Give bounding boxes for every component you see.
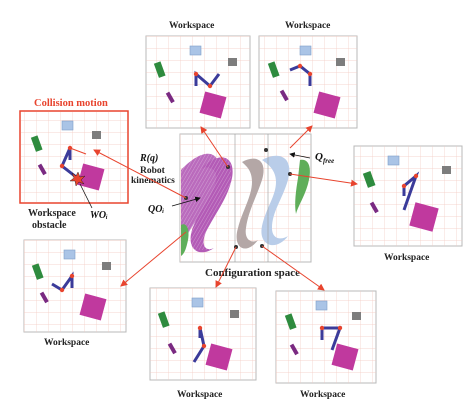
arrow-icon — [171, 196, 201, 207]
arrow-icon — [93, 149, 187, 199]
config-point — [264, 148, 268, 152]
obstacle-green-bar — [157, 311, 170, 328]
robot-joint — [319, 325, 325, 331]
obstacle-blue-square — [191, 297, 204, 308]
arrow-icon — [289, 173, 358, 187]
robot-arm — [60, 147, 81, 182]
obstacle-gray-square — [92, 131, 101, 139]
robot-joint — [197, 325, 203, 331]
obstacle-blue-square — [189, 45, 202, 56]
workspace-right — [353, 145, 463, 247]
obstacle-purple-bar — [37, 163, 47, 176]
arrow-icon — [261, 245, 325, 291]
obstacle-magenta-square — [199, 91, 227, 119]
configuration-space-panel — [179, 133, 312, 263]
robot-arm — [192, 327, 206, 363]
obstacle-gray-square — [102, 262, 111, 270]
arrow-icon — [215, 246, 237, 288]
arrow-icon — [120, 231, 187, 287]
workspace-label: Workspace — [177, 390, 222, 400]
obstacle-gray-square — [228, 58, 237, 66]
cs-obstacle-green-2 — [181, 224, 189, 256]
arrow-icon — [289, 152, 311, 159]
obstacle-blue-square — [63, 249, 76, 260]
obstacle-purple-bar — [39, 291, 49, 304]
robot-joint — [401, 183, 407, 189]
workspace-obstacle-label-line1: Workspace — [28, 208, 76, 219]
obstacle-magenta-square — [205, 343, 233, 371]
obstacle-purple-bar — [167, 342, 177, 355]
workspace-collision — [19, 110, 129, 204]
wo-pointer — [79, 183, 93, 209]
obstacle-gray-square — [336, 58, 345, 66]
robot-joint — [201, 343, 207, 349]
workspace-top-left — [145, 35, 251, 129]
collision-motion-title: Collision motion — [34, 98, 108, 109]
robot-kinematics-line1: Robot — [140, 166, 166, 176]
workspace-label: Workspace — [44, 338, 89, 348]
obstacle-green-bar — [284, 313, 297, 330]
obstacle-gray-square — [352, 312, 361, 320]
obstacle-magenta-square — [331, 343, 359, 371]
robot-joint — [193, 71, 199, 77]
robot-arm — [194, 70, 221, 89]
collision-star-icon — [69, 171, 86, 187]
workspace-label: Workspace — [169, 21, 214, 31]
obstacle-green-bar — [267, 61, 280, 78]
arrow-icon — [200, 126, 229, 168]
wo-i-label: WOᵢ — [90, 210, 108, 221]
robot-joint — [59, 287, 65, 293]
obstacle-green-bar — [362, 171, 376, 188]
robot-arm — [320, 326, 343, 351]
workspace-bottom-right — [275, 290, 377, 384]
obstacle-blue-square — [387, 155, 400, 166]
obstacle-gray-square — [442, 166, 451, 174]
cs-obstacle-gray — [236, 158, 264, 249]
workspace-label: Workspace — [300, 390, 345, 400]
obstacle-blue-square — [315, 300, 328, 311]
robot-joint — [207, 83, 213, 89]
robot-arm — [289, 64, 312, 86]
obstacle-purple-bar — [369, 201, 379, 214]
obstacle-purple-bar — [289, 343, 299, 356]
obstacle-magenta-square — [79, 293, 107, 321]
obstacle-blue-square — [61, 120, 74, 131]
robot-joint — [413, 173, 419, 179]
workspace-label: Workspace — [384, 253, 429, 263]
robot-joint — [297, 63, 303, 69]
configuration-space-label: Configuration space — [205, 267, 300, 279]
workspace-obstacle-label-line2: obstacle — [32, 220, 67, 231]
r-q-label: R(q) — [139, 153, 158, 164]
obstacle-magenta-square — [409, 202, 439, 232]
obstacle-gray-square — [230, 310, 239, 318]
arrow-icon — [289, 125, 313, 149]
robot-joint — [59, 163, 65, 169]
obstacle-magenta-square — [313, 91, 341, 119]
obstacle-green-bar — [30, 135, 43, 152]
obstacle-green-bar — [31, 263, 44, 280]
cs-obstacle-green — [295, 159, 310, 214]
obstacle-magenta-square — [77, 163, 105, 191]
qo-i-label: QOᵢ — [148, 204, 164, 215]
workspace-label: Workspace — [285, 21, 330, 31]
cs-obstacle-blue — [261, 155, 290, 246]
robot-joint — [307, 71, 313, 77]
workspace-left — [23, 239, 127, 333]
robot-joint — [69, 273, 75, 279]
robot-joint — [337, 325, 343, 331]
obstacle-purple-bar — [165, 91, 175, 104]
obstacle-purple-bar — [279, 89, 289, 102]
q-free-label: Qfree — [315, 151, 334, 165]
workspace-bottom-center — [149, 287, 257, 381]
robot-arm — [402, 171, 420, 211]
robot-arm — [51, 271, 74, 292]
obstacle-green-bar — [153, 61, 166, 78]
workspace-top-right — [258, 35, 358, 129]
arrows — [93, 125, 358, 291]
obstacle-blue-square — [299, 45, 312, 56]
